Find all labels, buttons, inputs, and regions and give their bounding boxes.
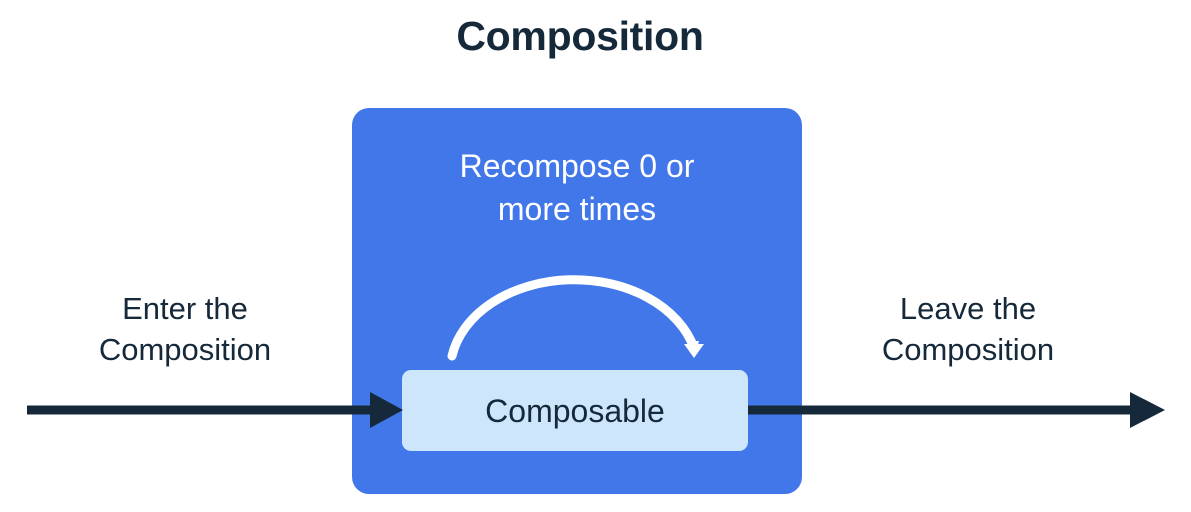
leave-flow-arrow-icon [748,392,1165,428]
leave-label-line-1: Leave the [899,291,1037,326]
enter-label-line-2: Composition [98,332,272,368]
recompose-caption-line-2: more times [497,190,657,227]
enter-composition-label: Enter the Composition [35,288,335,370]
composition-container: Recompose 0 or more times Composable [352,108,802,494]
recompose-caption: Recompose 0 or more times [352,145,802,230]
page-title: Composition [456,13,704,59]
composable-node: Composable [402,370,748,451]
leave-label-line-2: Composition [881,332,1055,368]
recompose-caption-line-1: Recompose 0 or [459,148,695,184]
enter-label-line-1: Enter the [122,291,248,326]
leave-composition-label: Leave the Composition [818,288,1118,370]
composable-label: Composable [485,392,665,429]
enter-flow-arrow-icon [27,392,403,428]
